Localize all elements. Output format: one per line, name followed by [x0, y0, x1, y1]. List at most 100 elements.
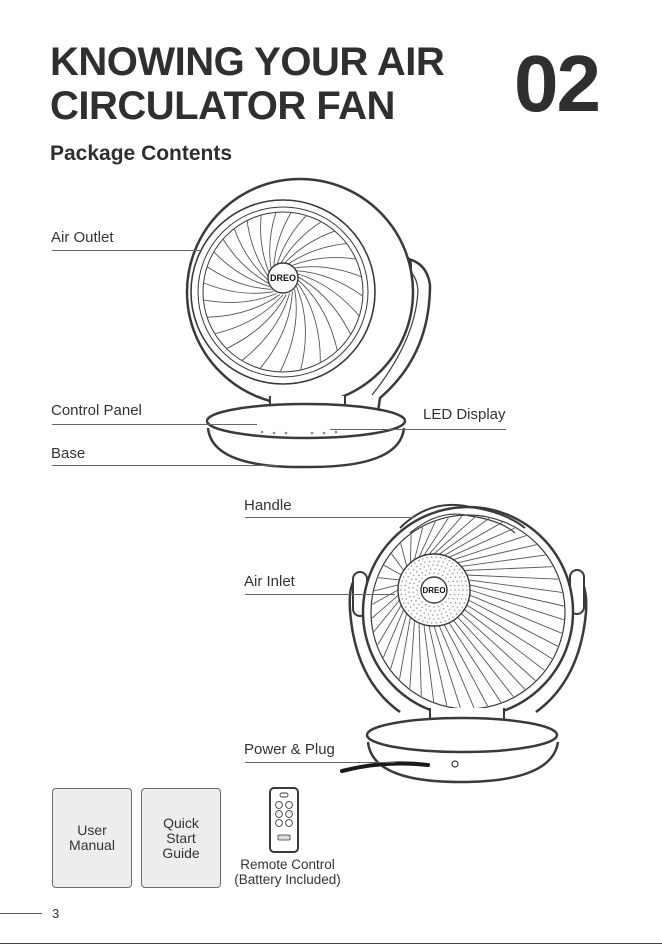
- back-perforation-dot: [405, 606, 407, 608]
- back-perforation-dot: [454, 589, 456, 591]
- back-perforation-dot: [414, 616, 416, 618]
- back-perforation-dot: [450, 577, 452, 579]
- back-perforation-dot: [416, 566, 418, 568]
- back-perforation-dot: [433, 560, 435, 562]
- leader-base: [52, 465, 280, 466]
- back-perforation-dot: [438, 573, 440, 575]
- back-perforation-dot: [419, 598, 421, 600]
- back-perforation-dot: [429, 573, 431, 575]
- back-perforation-dot: [466, 585, 468, 587]
- back-perforation-dot: [418, 560, 420, 562]
- back-perforation-dot: [411, 578, 413, 580]
- back-perforation-dot: [421, 601, 423, 603]
- back-fan-illustration: [342, 505, 586, 782]
- back-perforation-dot: [454, 585, 456, 587]
- back-perforation-dot: [400, 589, 402, 591]
- back-perforation-dot: [462, 594, 464, 596]
- back-perforation-dot: [419, 610, 421, 612]
- back-perforation-dot: [442, 562, 444, 564]
- back-perforation-dot: [455, 576, 457, 578]
- back-perforation-dot: [401, 580, 403, 582]
- leader-handle: [245, 517, 413, 518]
- back-perforation-dot: [419, 581, 421, 583]
- back-perforation-dot: [422, 620, 424, 622]
- back-perforation-dot: [401, 598, 403, 600]
- back-perforation-dot: [416, 607, 418, 609]
- back-perforation-dot: [440, 622, 442, 624]
- back-perforation-dot: [450, 566, 452, 568]
- back-perforation-dot: [437, 564, 439, 566]
- back-perforation-dot: [417, 594, 419, 596]
- label-base: Base: [51, 445, 85, 462]
- back-perforation-dot: [408, 591, 410, 593]
- back-perforation-dot: [457, 572, 459, 574]
- back-perforation-dot: [445, 567, 447, 569]
- back-perforation-dot: [442, 617, 444, 619]
- back-perforation-dot: [439, 609, 441, 611]
- back-perforation-dot: [455, 602, 457, 604]
- back-perforation-dot: [438, 618, 440, 620]
- front-logo: DREO: [270, 273, 296, 283]
- back-perforation-dot: [412, 587, 414, 589]
- leader-power-plug: [245, 762, 395, 763]
- back-perforation-dot: [452, 580, 454, 582]
- back-perforation-dot: [418, 619, 420, 621]
- back-perforation-dot: [425, 609, 427, 611]
- back-perforation-dot: [441, 613, 443, 615]
- back-perforation-dot: [465, 598, 467, 600]
- back-perforation-dot: [466, 589, 468, 591]
- back-perforation-dot: [425, 575, 427, 577]
- back-perforation-dot: [428, 614, 430, 616]
- back-perforation-dot: [466, 594, 468, 596]
- back-perforation-dot: [405, 572, 407, 574]
- back-perforation-dot: [429, 618, 431, 620]
- back-perforation-dot: [448, 598, 450, 600]
- back-perforation-dot: [438, 561, 440, 563]
- user-manual-card: User Manual: [52, 788, 132, 888]
- back-perforation-dot: [461, 580, 463, 582]
- back-perforation-dot: [406, 580, 408, 582]
- bottom-divider: [0, 943, 662, 944]
- back-perforation-dot: [406, 598, 408, 600]
- back-perforation-dot: [459, 576, 461, 578]
- back-perforation-dot: [450, 594, 452, 596]
- back-perforation-dot: [444, 558, 446, 560]
- back-perforation-dot: [410, 606, 412, 608]
- back-perforation-dot: [408, 587, 410, 589]
- back-perforation-dot: [449, 570, 451, 572]
- back-perforation-dot: [417, 585, 419, 587]
- back-perforation-dot: [458, 585, 460, 587]
- back-perforation-dot: [430, 610, 432, 612]
- back-perforation-dot: [433, 618, 435, 620]
- leader-led-display: [330, 429, 506, 430]
- back-perforation-dot: [436, 556, 438, 558]
- back-perforation-dot: [414, 562, 416, 564]
- back-perforation-dot: [407, 576, 409, 578]
- back-perforation-dot: [452, 606, 454, 608]
- back-perforation-dot: [456, 613, 458, 615]
- label-power-plug: Power & Plug: [244, 741, 335, 758]
- back-perforation-dot: [424, 562, 426, 564]
- back-perforation-dot: [459, 610, 461, 612]
- back-perforation-dot: [461, 598, 463, 600]
- back-perforation-dot: [434, 610, 436, 612]
- back-perforation-dot: [450, 613, 452, 615]
- back-perforation-dot: [420, 615, 422, 617]
- back-perforation-dot: [428, 565, 430, 567]
- back-perforation-dot: [415, 600, 417, 602]
- back-perforation-dot: [459, 602, 461, 604]
- back-perforation-dot: [416, 613, 418, 615]
- remote-control-caption: Remote Control (Battery Included): [225, 857, 350, 887]
- back-perforation-dot: [429, 561, 431, 563]
- back-perforation-dot: [420, 563, 422, 565]
- label-control-panel: Control Panel: [51, 402, 142, 419]
- quick-start-line-2: Start: [162, 831, 199, 846]
- back-perforation-dot: [433, 572, 435, 574]
- back-perforation-dot: [409, 596, 411, 598]
- back-perforation-dot: [461, 572, 463, 574]
- back-perforation-dot: [448, 619, 450, 621]
- back-perforation-dot: [425, 604, 427, 606]
- back-perforation-dot: [452, 616, 454, 618]
- back-perforation-dot: [418, 604, 420, 606]
- back-perforation-dot: [452, 598, 454, 600]
